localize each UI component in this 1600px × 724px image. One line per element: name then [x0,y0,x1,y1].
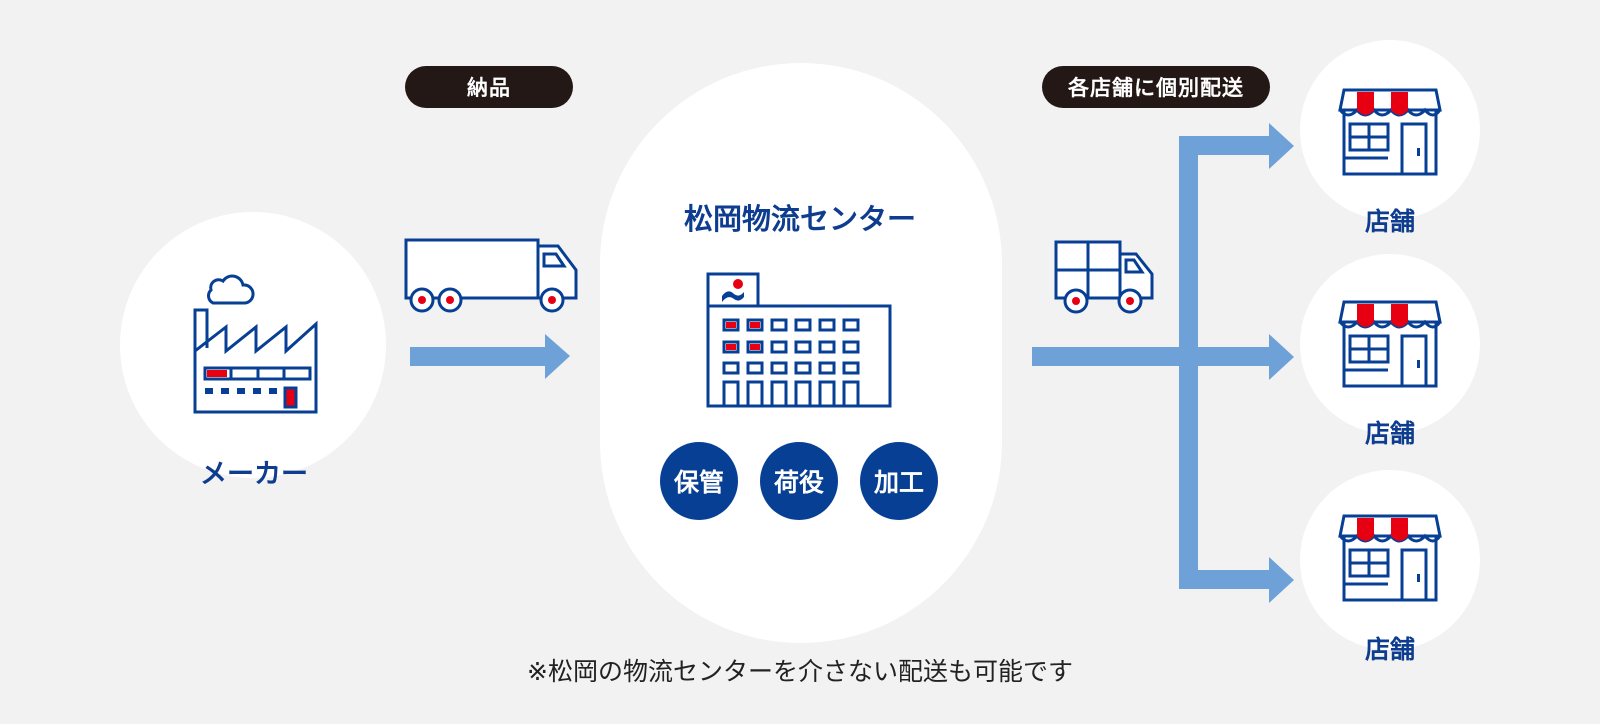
store-label-2: 店舗 [1364,419,1415,448]
store-label-1: 店舗 [1364,207,1415,236]
maker-label: メーカー [200,459,308,490]
flow-arrow-1 [410,334,570,379]
store-icon [1338,300,1442,388]
service-processing: 加工 [860,442,938,520]
center-title: 松岡物流センター [683,202,916,236]
store-icon [1338,88,1442,176]
service-handling: 荷役 [760,442,838,520]
individual-delivery-pill: 各店舗に個別配送 [1042,66,1270,108]
delivery-pill: 納品 [405,66,573,108]
store-label-3: 店舗 [1364,635,1415,664]
truck-icon [404,238,578,313]
branch-arrows [1032,123,1294,603]
warehouse-building-icon [706,272,892,408]
footnote: ※松岡の物流センターを介さない配送も可能です [527,657,1073,686]
store-icon [1338,514,1442,602]
service-storage: 保管 [660,442,738,520]
factory-icon [193,274,318,414]
delivery-truck-icon [1054,240,1154,314]
